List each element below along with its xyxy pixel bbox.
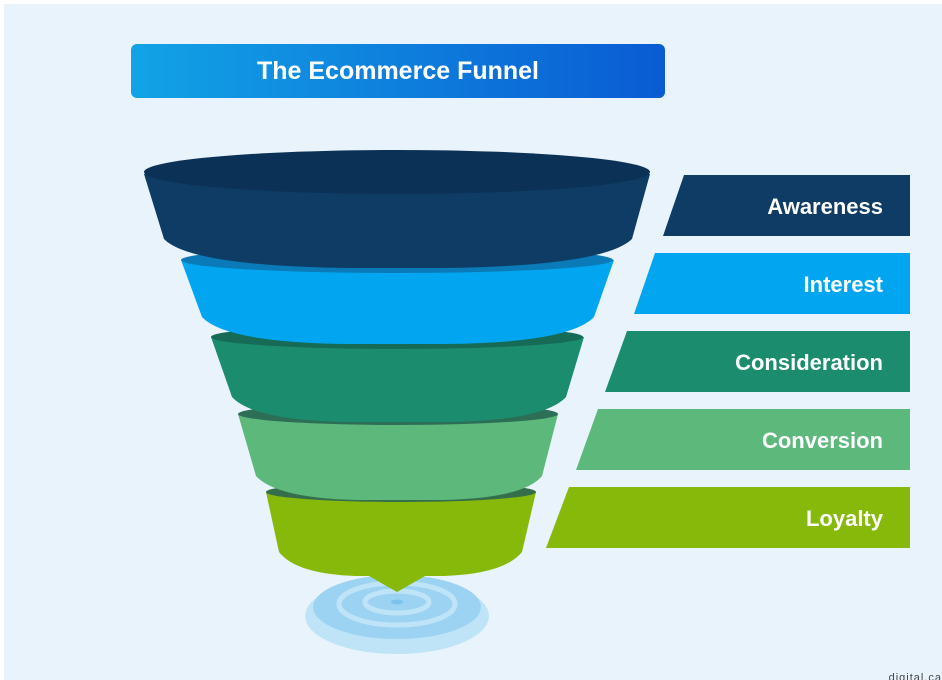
- funnel-layer-loyalty-body: [266, 485, 536, 576]
- funnel-diagram: Awareness Interest Consideration Convers…: [144, 150, 910, 654]
- funnel-layer-consideration-body: [211, 329, 584, 422]
- title-banner: The Ecommerce Funnel: [131, 44, 665, 98]
- stage-banner-loyalty-shape: [546, 487, 910, 548]
- stage-banner-awareness: Awareness: [663, 175, 910, 236]
- funnel-layer-conversion-body: [238, 407, 558, 500]
- funnel-tip: [362, 572, 432, 592]
- stage-label-interest: Interest: [804, 272, 884, 297]
- stage-banner-conversion: Conversion: [576, 409, 910, 470]
- corner-watermark: digital.ca: [888, 672, 942, 680]
- stage-banner-interest-shape: [634, 253, 910, 314]
- stage-banner-awareness-shape: [663, 175, 910, 236]
- target-bullseye: [391, 599, 403, 605]
- funnel-layer-awareness-rim: [144, 150, 650, 194]
- stage-label-awareness: Awareness: [767, 194, 883, 219]
- funnel-layer-awareness: [144, 150, 650, 268]
- stage-label-conversion: Conversion: [762, 428, 883, 453]
- stage-banner-loyalty: Loyalty: [546, 487, 910, 548]
- stage-banner-interest: Interest: [634, 253, 910, 314]
- stage-banner-consideration: Consideration: [605, 331, 910, 392]
- stage-banner-conversion-shape: [576, 409, 910, 470]
- funnel-layer-interest-body: [181, 252, 614, 344]
- stage-label-loyalty: Loyalty: [806, 506, 884, 531]
- stage-banner-consideration-shape: [605, 331, 910, 392]
- stage-label-consideration: Consideration: [735, 350, 883, 375]
- page-title: The Ecommerce Funnel: [256, 56, 540, 85]
- infographic-canvas: The Ecommerce Funnel: [4, 4, 942, 680]
